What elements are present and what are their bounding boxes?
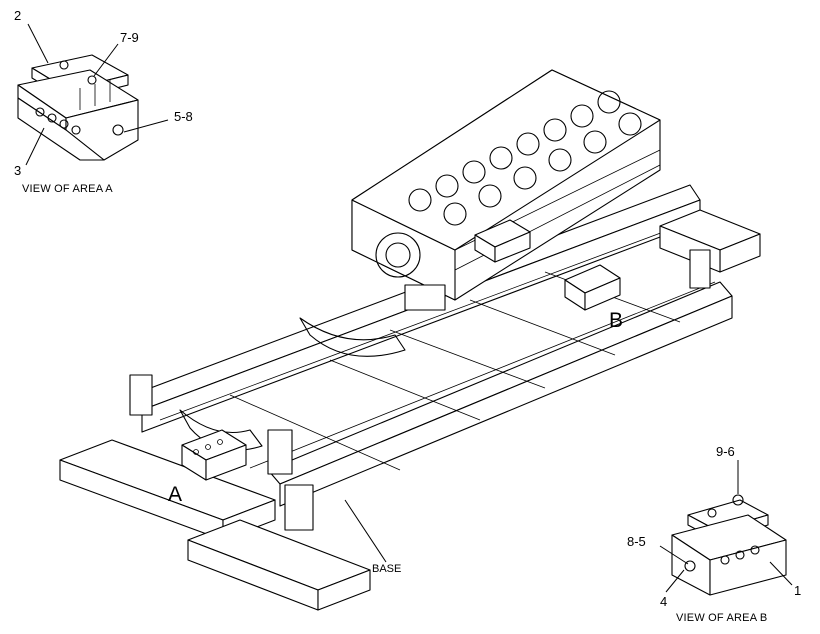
base-label: BASE [372, 563, 402, 575]
leader-lines [25, 23, 793, 593]
view-a-detail-drawing [17, 54, 139, 161]
mount-b-drawing [564, 264, 621, 311]
area-a-marker: A [168, 483, 183, 506]
callout-2: 2 [14, 8, 22, 23]
callout-4: 4 [660, 594, 668, 609]
area-b-marker: B [609, 309, 624, 332]
callout-8-5: 8-5 [627, 534, 646, 549]
view-of-area-a-label: VIEW OF AREA A [22, 183, 113, 195]
view-of-area-b-label: VIEW OF AREA B [676, 612, 768, 624]
engine-block-drawing [351, 69, 661, 311]
callout-9-6: 9-6 [716, 444, 735, 459]
mount-engine-drawing [474, 219, 531, 263]
callout-1: 1 [794, 583, 802, 598]
base-frame-drawing [59, 184, 761, 611]
callout-3: 3 [14, 163, 22, 178]
callout-7-9: 7-9 [120, 30, 139, 45]
callout-5-8: 5-8 [174, 109, 193, 124]
mount-a-drawing [181, 429, 247, 481]
view-b-detail-drawing [671, 494, 787, 596]
